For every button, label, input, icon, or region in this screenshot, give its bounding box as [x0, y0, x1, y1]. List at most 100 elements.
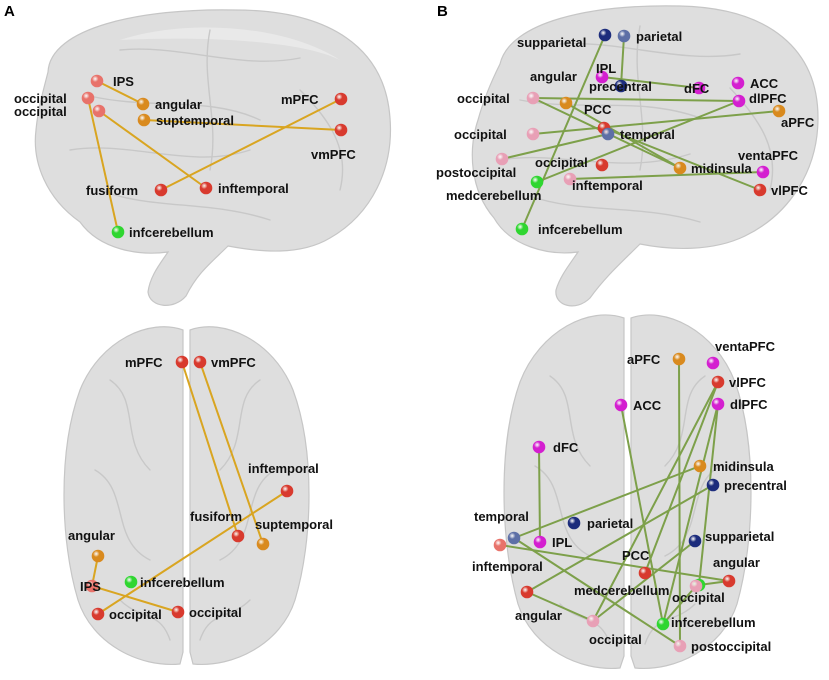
- edge-vlpfc-pcc: [644, 381, 719, 574]
- node-occ2: [92, 104, 106, 118]
- edge-occr-infc: [662, 585, 697, 625]
- node-label-angular: angular: [155, 97, 202, 112]
- node-dlpfc: [732, 94, 746, 108]
- node-parietal: [617, 29, 631, 43]
- panel-label-a: A: [4, 3, 15, 20]
- node-label-postocc: postoccipital: [691, 639, 771, 654]
- node-ventapfc: [756, 165, 770, 179]
- node-label-suppar: supparietal: [705, 529, 774, 544]
- node-apfc: [672, 352, 686, 366]
- edge-medc-dlpfc: [536, 100, 740, 183]
- node-label-pcc: PCC: [584, 102, 612, 117]
- node-angr: [722, 574, 736, 588]
- node-infc: [515, 222, 529, 236]
- node-angl: [520, 585, 534, 599]
- node-label-occr: occipital: [672, 590, 725, 605]
- node-label-dlpfc: dlPFC: [749, 91, 787, 106]
- node-label-occ1: occipital: [14, 91, 67, 106]
- node-precentral: [706, 478, 720, 492]
- edge-midins-temporal: [513, 465, 701, 539]
- brain-sagittal-b: [471, 5, 819, 307]
- edge-temporal-postocc: [501, 133, 609, 160]
- edge-vlpfc-occl: [592, 381, 719, 622]
- node-label-angr: angular: [713, 555, 760, 570]
- edge-inft-angr: [499, 544, 730, 582]
- node-label-ips: IPS: [113, 74, 134, 89]
- node-postocc: [673, 639, 687, 653]
- node-infc: [656, 617, 670, 631]
- node-label-dfc: dFC: [553, 440, 579, 455]
- node-label-occ1: occipital: [109, 607, 162, 622]
- node-label-precentral: precentral: [589, 79, 652, 94]
- node-label-pcc: PCC: [622, 548, 650, 563]
- edge-angl-occl: [526, 591, 594, 622]
- node-supt: [256, 537, 270, 551]
- node-temporal: [507, 531, 521, 545]
- node-label-angl: angular: [515, 608, 562, 623]
- node-label-occl: occipital: [589, 632, 642, 647]
- node-occ3: [563, 172, 577, 186]
- node-angular: [91, 549, 105, 563]
- node-label-dfc: dFC: [684, 81, 710, 96]
- node-occr: [689, 579, 703, 593]
- node-temporal: [601, 127, 615, 141]
- node-label-fusi: fusiform: [190, 509, 242, 524]
- node-acc: [731, 76, 745, 90]
- node-occ1: [526, 91, 540, 105]
- node-label-acc: ACC: [750, 76, 779, 91]
- node-label-ips: IPS: [80, 579, 101, 594]
- node-label-inft: inftemporal: [218, 181, 289, 196]
- node-vmpfc: [193, 355, 207, 369]
- node-supt: [137, 113, 151, 127]
- node-label-infc: infcerebellum: [671, 615, 756, 630]
- node-label-inft: inftemporal: [248, 461, 319, 476]
- edge-mpfc-fusi: [181, 361, 239, 537]
- node-label-medc: medcerebellum: [446, 188, 541, 203]
- node-angular: [559, 96, 573, 110]
- node-label-midins: midinsula: [713, 459, 774, 474]
- node-suppar: [598, 28, 612, 42]
- node-occ2: [171, 605, 185, 619]
- node-label-infc: infcerebellum: [140, 575, 225, 590]
- node-dfc: [532, 440, 546, 454]
- node-acc: [614, 398, 628, 412]
- node-label-temporal: temporal: [620, 127, 675, 142]
- node-occ1: [81, 91, 95, 105]
- node-label-infc: infcerebellum: [129, 225, 214, 240]
- edge-temporal-postocc: [513, 537, 681, 647]
- node-vlpfc: [753, 183, 767, 197]
- node-label-inft: inftemporal: [572, 178, 643, 193]
- node-ips: [90, 74, 104, 88]
- node-ventapfc: [706, 356, 720, 370]
- node-label-ventapfc: ventaPFC: [738, 148, 799, 163]
- node-label-supt: suptemporal: [255, 517, 333, 532]
- node-label-mpfc: mPFC: [281, 92, 319, 107]
- node-infc: [124, 575, 138, 589]
- node-label-suppar: supparietal: [517, 35, 586, 50]
- node-midins: [673, 161, 687, 175]
- node-label-dlpfc: dlPFC: [730, 397, 768, 412]
- node-vmpfc: [334, 123, 348, 137]
- node-label-postocc: postoccipital: [436, 165, 516, 180]
- node-label-angular: angular: [68, 528, 115, 543]
- node-inft: [595, 158, 609, 172]
- node-label-occ2: occipital: [14, 104, 67, 119]
- node-dfc: [692, 81, 706, 95]
- node-ipl: [595, 70, 609, 84]
- edge-suppar-occl: [592, 540, 696, 622]
- node-inft: [493, 538, 507, 552]
- node-dlpfc: [711, 397, 725, 411]
- node-label-ventapfc: ventaPFC: [715, 339, 776, 354]
- node-label-ipl: IPL: [596, 61, 616, 76]
- edge-dfc-ipl: [538, 446, 541, 543]
- edge-dlpfc-infc: [662, 403, 719, 625]
- node-fusi: [154, 183, 168, 197]
- node-inft: [199, 181, 213, 195]
- node-label-occ2: occipital: [189, 605, 242, 620]
- node-label-medc: medcerebellum: [574, 583, 669, 598]
- node-vlpfc: [711, 375, 725, 389]
- node-label-supt: suptemporal: [156, 113, 234, 128]
- node-label-vlpfc: vlPFC: [771, 183, 808, 198]
